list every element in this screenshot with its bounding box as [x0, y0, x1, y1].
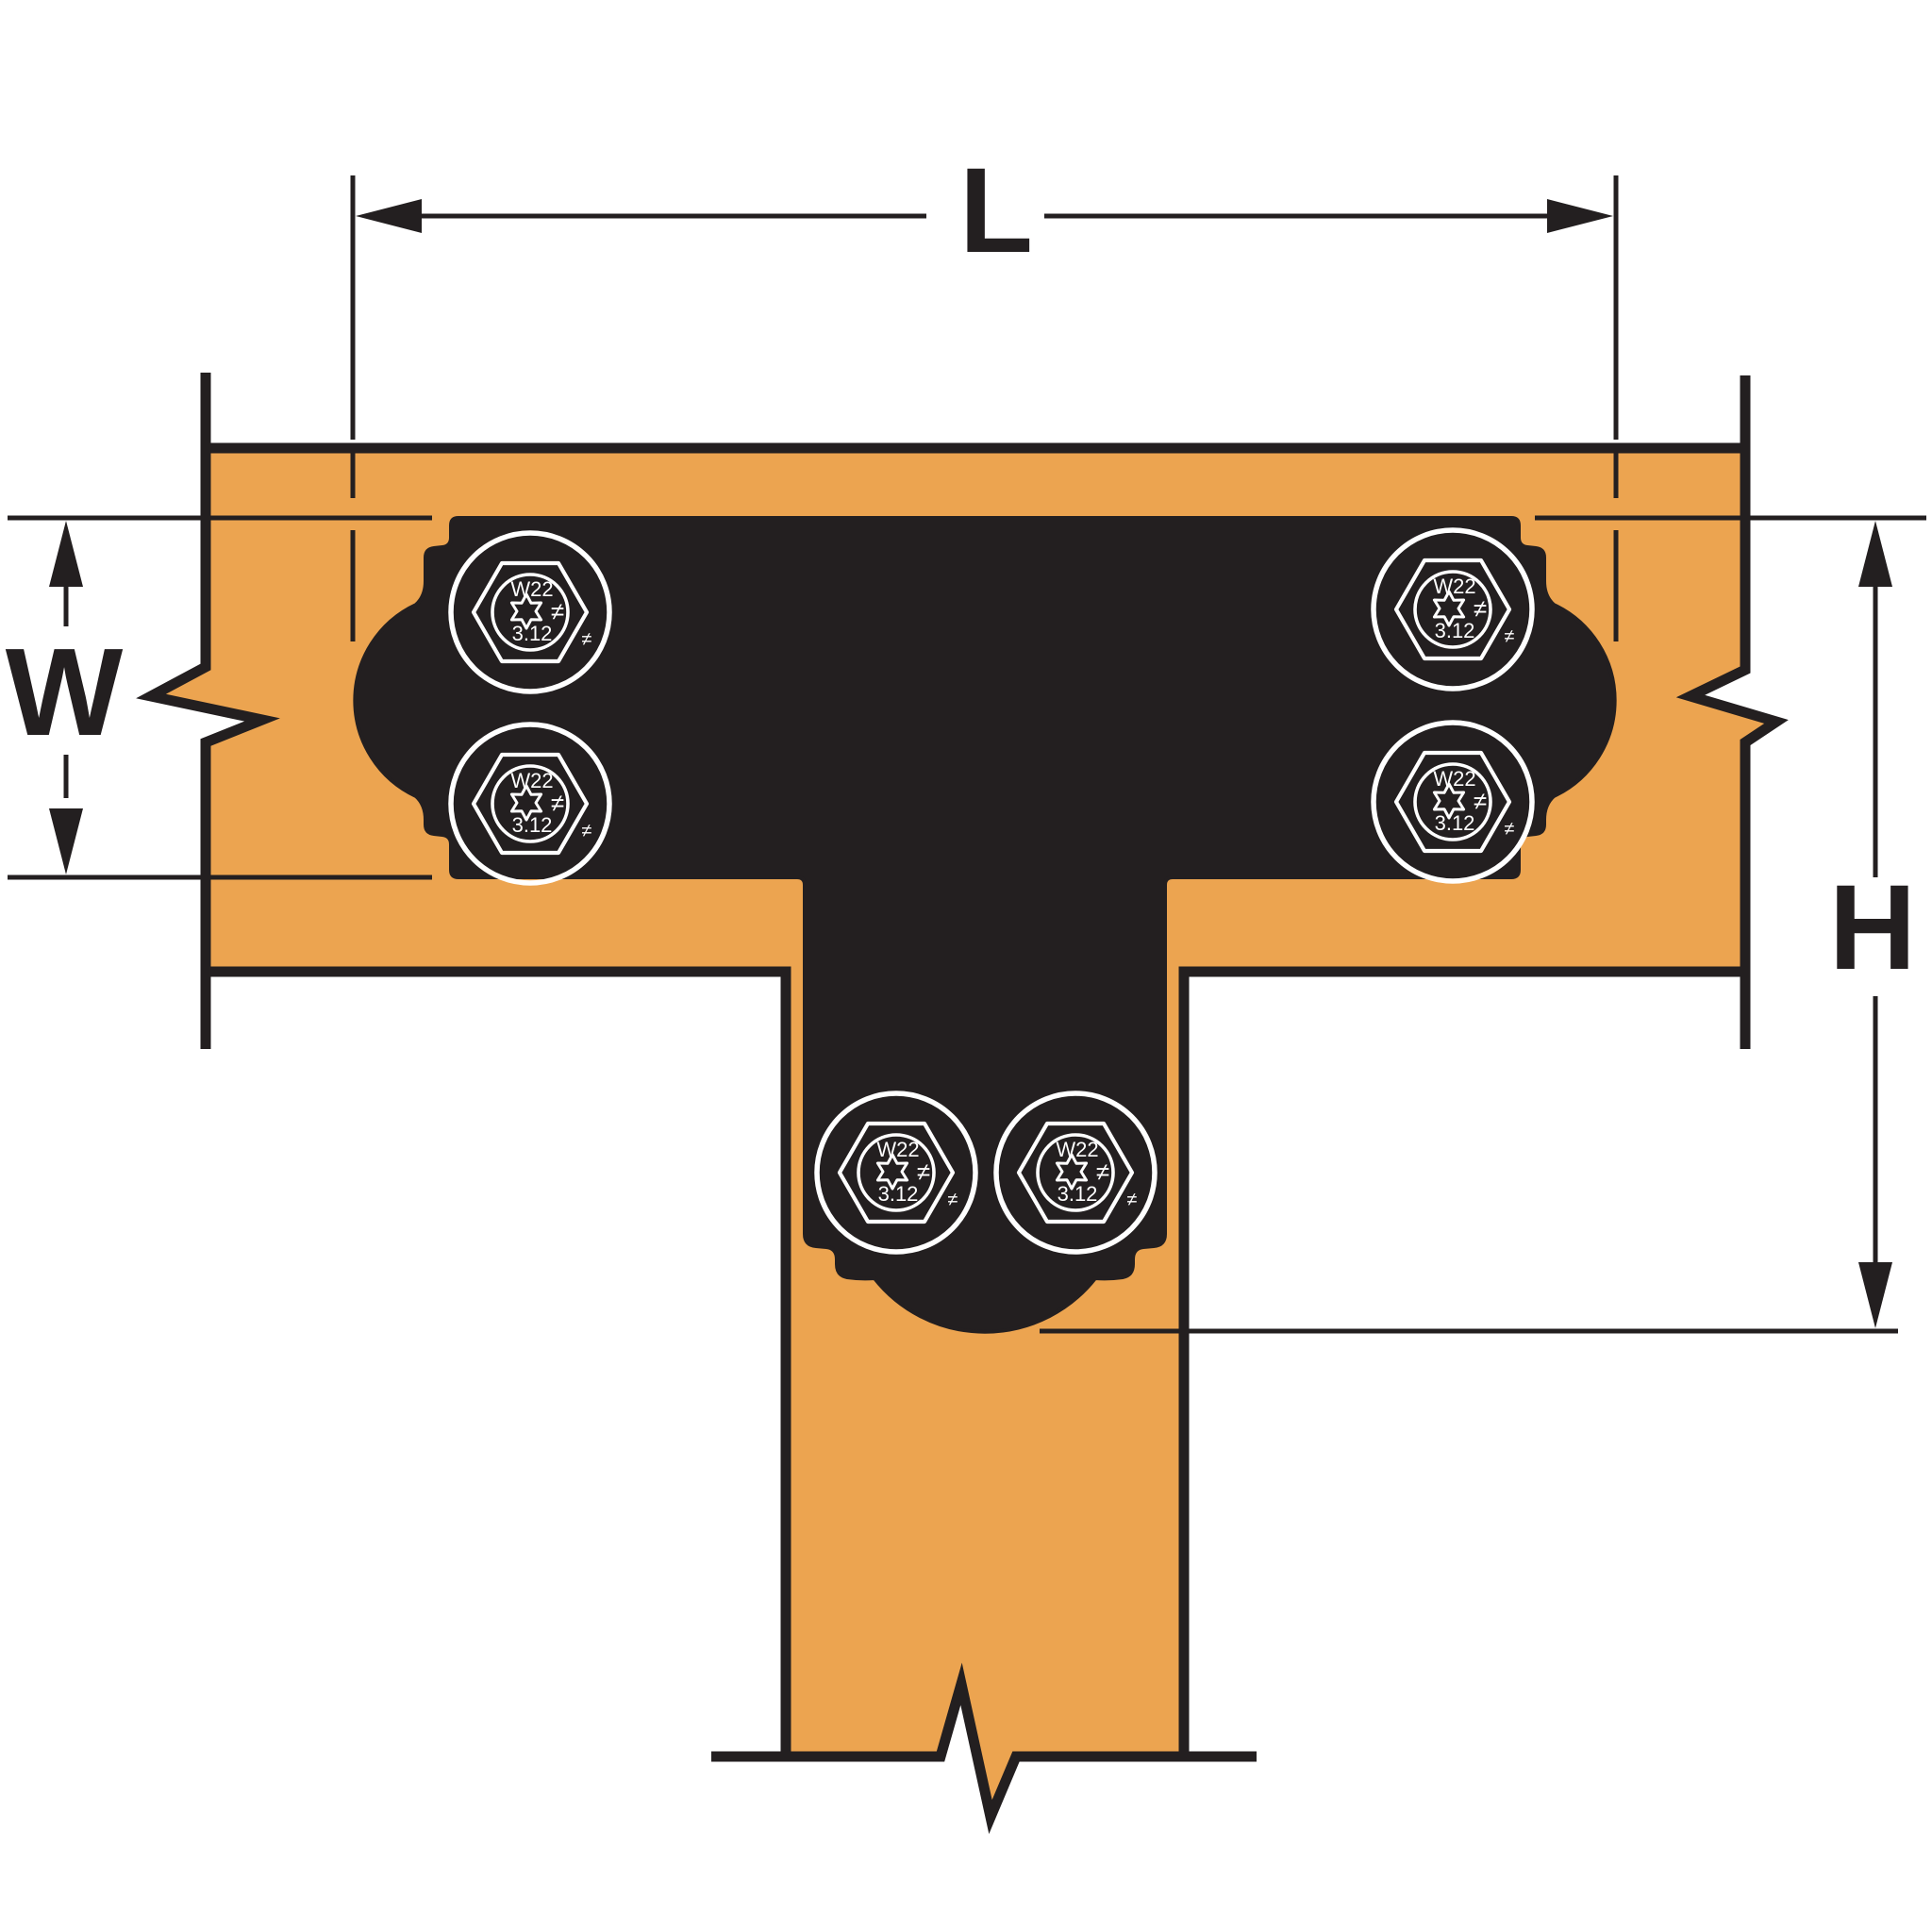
- height-label: H: [1829, 860, 1916, 995]
- arrow-left-icon: [356, 199, 422, 233]
- height-extension-lines: [1040, 515, 1926, 1334]
- arrow-up-icon: [1858, 521, 1892, 587]
- member-edge-extension-lines: [200, 373, 1751, 1762]
- width-label: W: [6, 623, 124, 761]
- arrow-down-icon: [49, 808, 83, 874]
- dimension-height: H: [1040, 515, 1926, 1334]
- dimension-length: L: [350, 143, 1619, 641]
- width-extension-lines: [8, 515, 432, 880]
- arrow-up-icon: [49, 521, 83, 587]
- length-label: L: [959, 143, 1033, 278]
- dimension-width: W: [6, 515, 432, 880]
- arrow-down-icon: [1858, 1262, 1892, 1328]
- arrow-right-icon: [1547, 199, 1613, 233]
- t-strap-plate: [353, 516, 1617, 1334]
- length-extension-lines: [350, 175, 1619, 641]
